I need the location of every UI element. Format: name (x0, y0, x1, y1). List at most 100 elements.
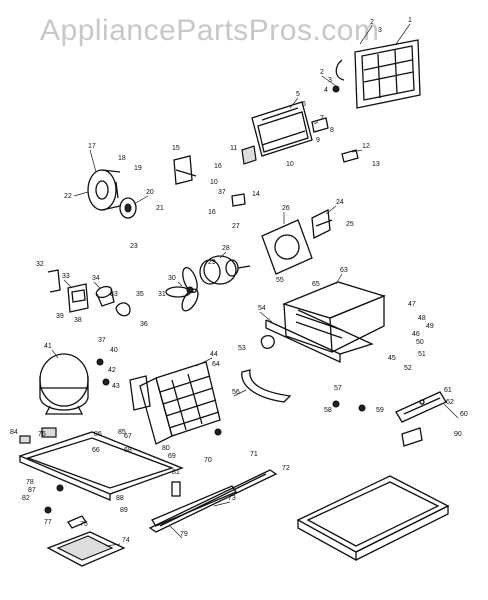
callout-73: 73 (228, 495, 236, 502)
callout-29: 29 (208, 259, 216, 266)
callout-56: 56 (232, 389, 240, 396)
callout-71: 71 (250, 451, 258, 458)
part-bolt[interactable] (102, 378, 110, 386)
callout-50: 50 (416, 339, 424, 346)
callout-22: 22 (64, 193, 72, 200)
callout-2: 2 (320, 69, 324, 76)
part-condenser-mount[interactable] (129, 375, 151, 411)
part-damper[interactable] (401, 427, 423, 447)
callout-61: 61 (444, 387, 452, 394)
part-support-channel[interactable] (151, 485, 237, 527)
callout-64: 64 (212, 361, 220, 368)
part-bracket[interactable] (311, 117, 329, 133)
part-heater-strip[interactable] (395, 391, 447, 423)
callout-30: 30 (168, 275, 176, 282)
part-drain-trough[interactable] (265, 309, 374, 364)
callout-51: 51 (418, 351, 426, 358)
callout-38: 38 (74, 317, 82, 324)
part-foot[interactable] (67, 515, 87, 529)
part-overload[interactable] (115, 302, 131, 317)
part-evaporator-cartridge[interactable] (251, 101, 313, 157)
part-screw[interactable] (332, 400, 340, 408)
callout-78: 78 (26, 479, 34, 486)
callout-6: 6 (302, 101, 306, 108)
part-screw[interactable] (332, 85, 340, 93)
part-condenser-coil[interactable] (139, 361, 221, 445)
part-evaporator-housing[interactable] (282, 281, 386, 353)
callout-35: 35 (136, 291, 144, 298)
callout-53: 53 (238, 345, 246, 352)
part-screw[interactable] (358, 404, 366, 412)
callout-23: 23 (130, 243, 138, 250)
part-screw[interactable] (214, 428, 222, 436)
part-fuse[interactable] (171, 481, 181, 497)
part-control-bracket[interactable] (173, 155, 197, 185)
callout-15: 15 (172, 145, 180, 152)
callout-76: 76 (38, 431, 46, 438)
callout-3: 3 (328, 77, 332, 84)
part-clip[interactable] (341, 149, 359, 163)
part-drain-clip[interactable] (47, 269, 61, 293)
part-drip-pan-tray[interactable] (296, 475, 450, 562)
callout-27: 27 (232, 223, 240, 230)
callout-60: 60 (460, 411, 468, 418)
part-relay-box[interactable] (67, 283, 89, 313)
callout-14: 14 (252, 191, 260, 198)
part-hose-clip[interactable] (335, 59, 345, 81)
callout-90: 90 (454, 431, 462, 438)
part-motor-bracket[interactable] (311, 208, 333, 240)
callout-34: 34 (92, 275, 100, 282)
part-bolt[interactable] (96, 358, 104, 366)
callout-32: 32 (36, 261, 44, 268)
part-insulator[interactable] (41, 427, 57, 438)
callout-70: 70 (204, 457, 212, 464)
callout-26: 26 (282, 205, 290, 212)
callout-88: 88 (116, 495, 124, 502)
part-screw[interactable] (56, 484, 64, 492)
callout-40: 40 (110, 347, 118, 354)
callout-31: 31 (158, 291, 166, 298)
part-blower-wheel[interactable] (87, 169, 121, 211)
callout-69: 69 (168, 453, 176, 460)
callout-11: 11 (230, 145, 237, 152)
callout-84: 84 (10, 429, 18, 436)
callout-82: 82 (22, 495, 30, 502)
part-label-plate[interactable] (19, 435, 31, 444)
part-fan-blade[interactable] (165, 266, 201, 314)
part-base-plate[interactable] (46, 531, 126, 567)
part-compressor[interactable] (39, 353, 89, 415)
callout-36: 36 (140, 321, 148, 328)
callout-2: 2 (370, 19, 374, 26)
callout-79: 79 (180, 531, 188, 538)
part-motor-mount-plate[interactable] (261, 219, 313, 275)
callout-89: 89 (120, 507, 128, 514)
callout-3: 3 (378, 27, 382, 34)
part-small-plate[interactable] (231, 193, 246, 207)
callout-54: 54 (258, 305, 266, 312)
callout-72: 72 (282, 465, 290, 472)
callout-81: 81 (172, 469, 180, 476)
part-grille-panel[interactable] (354, 39, 421, 109)
callout-63: 63 (340, 267, 348, 274)
part-switch[interactable] (241, 145, 257, 165)
callout-21: 21 (156, 205, 164, 212)
callout-75: 75 (80, 521, 88, 528)
part-rail-strip[interactable] (148, 469, 278, 533)
callout-labels: 1 2 3 2 3 4 5 6 7 8 9 10 11 12 13 14 15 … (10, 17, 468, 544)
callout-16: 16 (208, 209, 216, 216)
part-grommet[interactable] (260, 334, 275, 350)
callout-9: 9 (316, 137, 320, 144)
part-fan-hub[interactable] (119, 197, 137, 219)
callout-67: 67 (124, 433, 132, 440)
part-drain-tube[interactable] (241, 369, 292, 403)
callout-52: 52 (404, 365, 412, 372)
callout-20: 20 (146, 189, 154, 196)
watermark-text: AppliancePartsPros.com (40, 14, 380, 47)
part-fan-motor[interactable] (199, 255, 251, 285)
callout-10: 10 (286, 161, 294, 168)
part-screw[interactable] (44, 506, 52, 514)
part-base-frame[interactable] (18, 431, 184, 501)
callout-4: 4 (324, 87, 328, 94)
part-capacitor[interactable] (95, 285, 115, 307)
